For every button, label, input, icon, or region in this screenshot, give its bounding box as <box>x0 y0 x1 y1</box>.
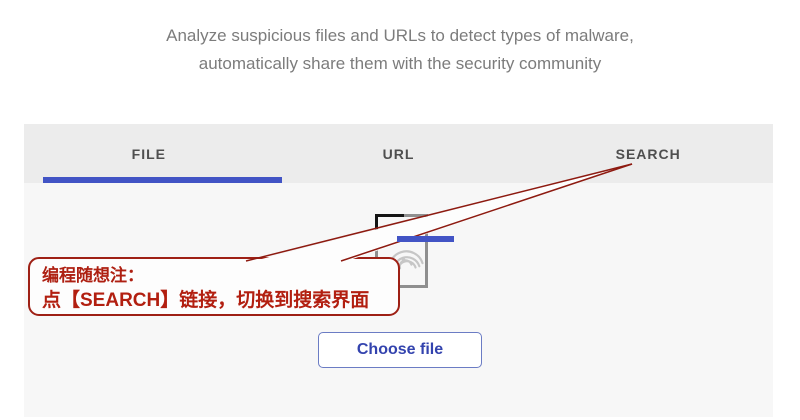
annotation-callout: 编程随想注： 点【SEARCH】链接，切换到搜索界面 <box>28 257 400 316</box>
header-subtitle-line2: automatically share them with the securi… <box>198 54 602 73</box>
document-corner-accent <box>375 214 404 217</box>
active-tab-underline <box>43 177 282 183</box>
header-subtitle: Analyze suspicious files and URLs to det… <box>0 22 800 78</box>
tab-url[interactable]: URL <box>382 145 415 162</box>
header-subtitle-line1: Analyze suspicious files and URLs to det… <box>166 26 634 45</box>
annotation-line1: 编程随想注： <box>42 266 144 285</box>
choose-file-button[interactable]: Choose file <box>318 332 482 368</box>
tab-search[interactable]: SEARCH <box>615 145 681 162</box>
document-corner-accent <box>375 214 378 229</box>
tab-bar: FILE URL SEARCH <box>24 124 773 183</box>
annotation-line2: 点【SEARCH】链接，切换到搜索界面 <box>42 290 370 311</box>
scan-line-bar <box>397 236 454 242</box>
tab-file[interactable]: FILE <box>131 145 166 162</box>
